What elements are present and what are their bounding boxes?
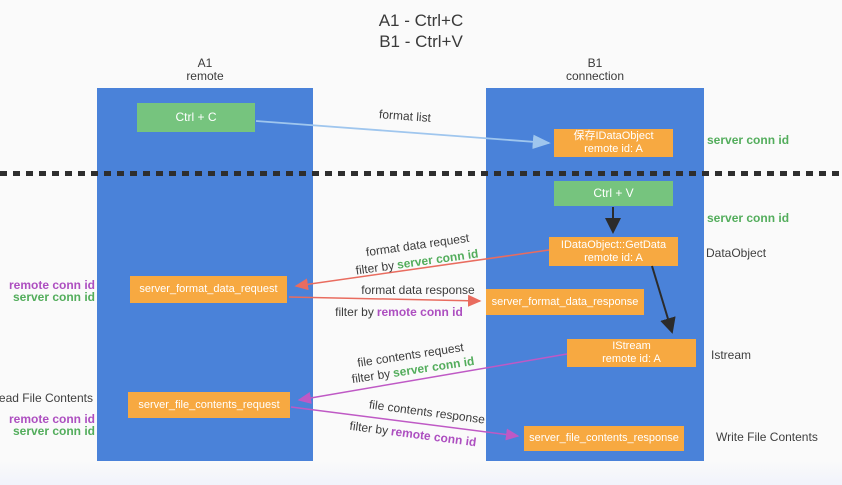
annotation-save-server-conn-id: server conn id [707,133,790,147]
annotation-file-server-conn-id: server conn id [12,424,95,438]
server-file-contents-response-box: server_file_contents_response [524,426,684,451]
idataobject-getdata-box: IDataObject::GetData remote id: A [549,237,678,266]
annotation-format-remote-conn-id: remote conn id [8,278,95,292]
filter-prefix: filter by [335,305,374,319]
annotation-istream: Istream [711,348,752,362]
lifeline-header-a1: A1 remote [97,57,313,83]
title-line-1: A1 - Ctrl+C [378,11,464,30]
lifeline-header-b1: B1 connection [486,57,704,83]
lifeline-b1-name: B1 [587,56,603,70]
annotation-read-file-contents: Read File Contents [0,391,93,405]
remote-conn-id-key: remote conn id [390,424,478,450]
istream-line2: remote id: A [602,353,661,365]
title-line-2: B1 - Ctrl+V [379,32,463,51]
lifeline-b1-role: connection [565,69,625,83]
annotation-format-server-conn-id: server conn id [12,290,95,304]
server-file-contents-request-box: server_file_contents_request [128,392,290,418]
lifeline-a1-name: A1 [197,56,213,70]
istream-line1: IStream [612,340,651,352]
label-format-list: format list [378,107,432,125]
lifeline-a1-role: remote [186,69,224,83]
idataobject-getdata-line1: IDataObject::GetData [560,238,667,251]
label-format-data-response: format data response [361,283,475,297]
server-format-data-response-box: server_format_data_response [486,289,644,315]
save-idataobject-box: 保存IDataObject remote id: A [554,129,673,157]
diagram-title: A1 - Ctrl+C B1 - Ctrl+V [0,10,842,52]
server-format-data-request-box: server_format_data_request [130,276,287,303]
filter-prefix: filter by [354,258,396,278]
ctrl-v-action-box: Ctrl + V [554,181,673,206]
filter-prefix: filter by [348,418,389,438]
ctrl-c-action-box: Ctrl + C [137,103,255,132]
idataobject-getdata-line2: remote id: A [584,251,643,264]
arrow-format-data-response [288,294,482,307]
phase-divider-dotted-line [0,171,842,176]
annotation-dataobject: DataObject [706,246,767,260]
remote-conn-id-key: remote conn id [376,305,463,319]
annotation-write-file-contents: Write File Contents [716,430,818,444]
annotation-file-remote-conn-id: remote conn id [8,412,95,426]
istream-box: IStream remote id: A [567,339,696,367]
save-idataobject-line1: 保存IDataObject [573,130,654,142]
save-idataobject-line2: remote id: A [584,143,643,155]
annotation-paste-server-conn-id: server conn id [707,211,790,225]
